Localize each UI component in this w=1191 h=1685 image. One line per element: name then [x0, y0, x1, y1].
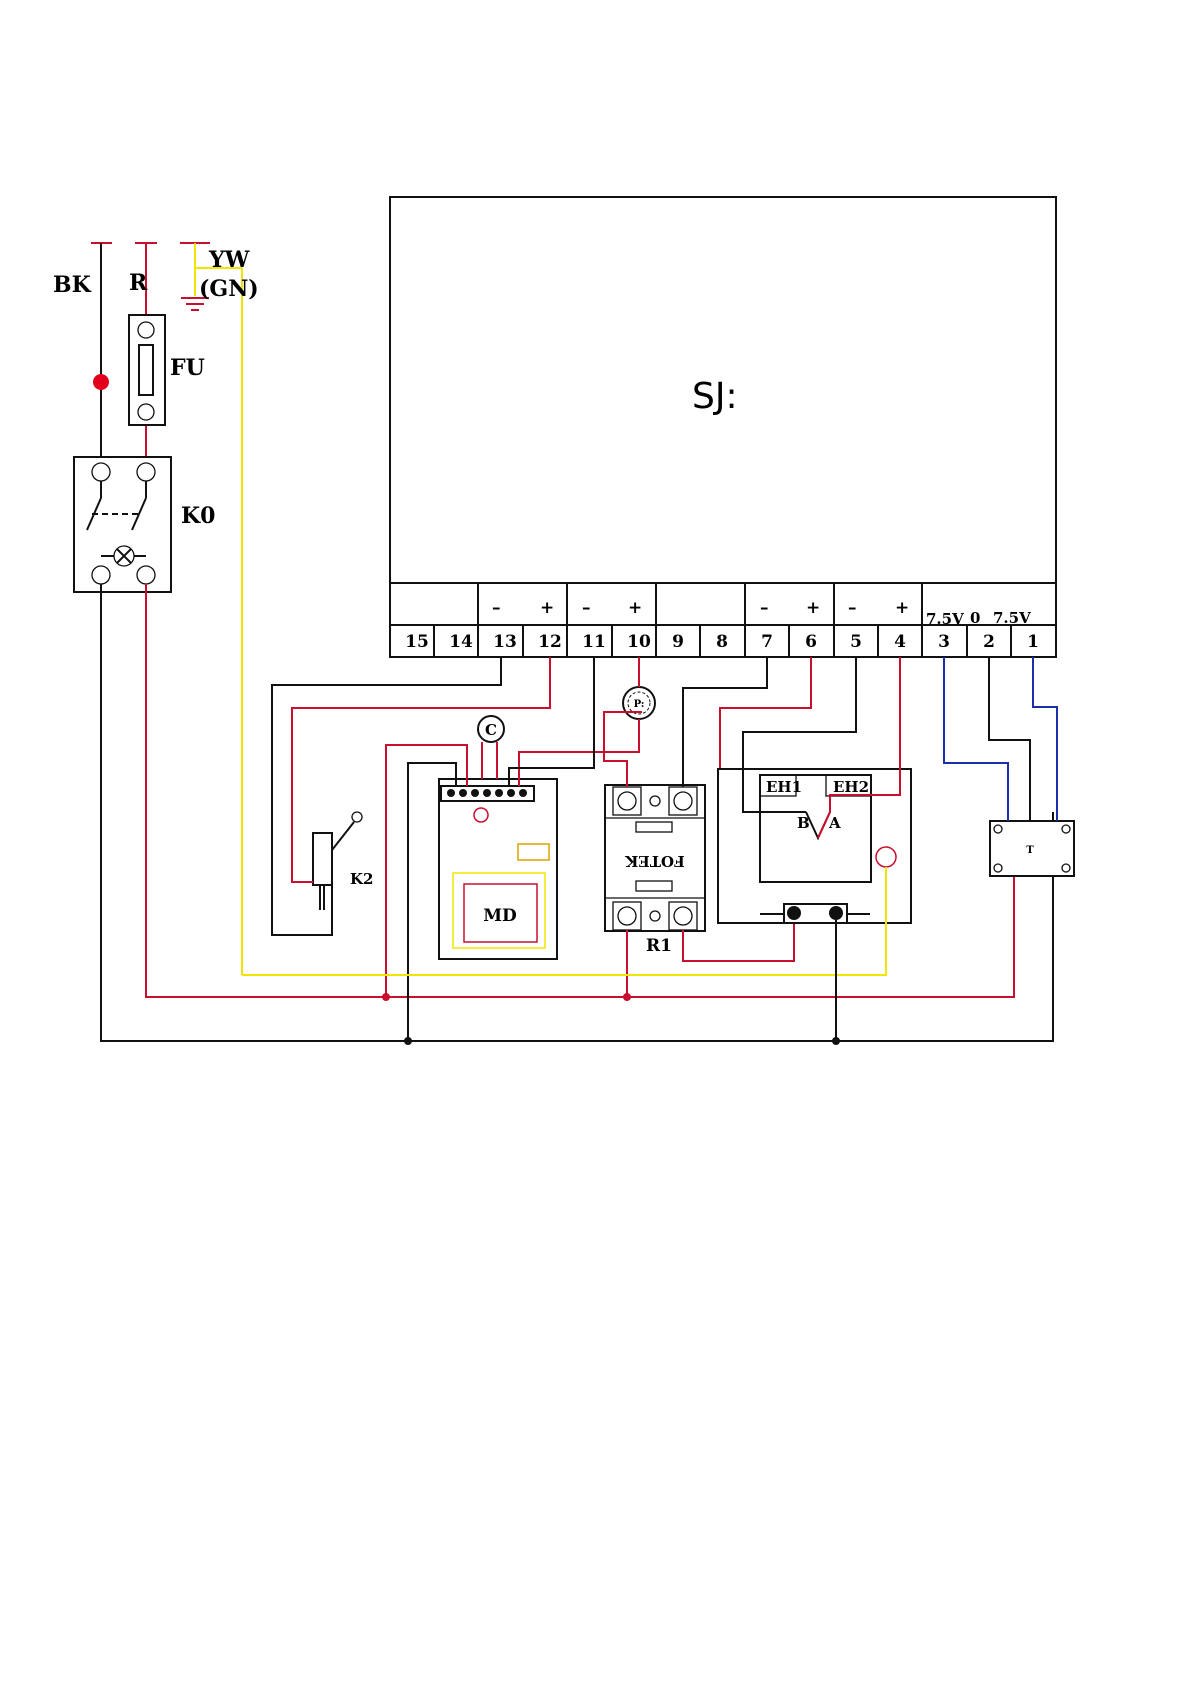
terminal-15: 15	[405, 632, 429, 652]
junction-dots	[382, 993, 840, 1045]
gn-label: (GN)	[199, 276, 259, 302]
relay-label: R1	[646, 936, 672, 956]
microswitch-label: K2	[350, 870, 373, 888]
main-unit-label: SJ:	[692, 376, 738, 417]
capacitor-c: C	[478, 716, 504, 742]
terminal-8: 8	[716, 632, 728, 652]
polarity-7: –	[760, 598, 769, 618]
pressure-switch-p: P:	[623, 687, 655, 719]
terminal-14: 14	[449, 632, 473, 652]
bk-label: BK	[53, 272, 92, 298]
terminal-row: 15 14 13 12 11 10 9 8 7 6 5 4 3 2 1	[405, 632, 1039, 652]
control-module-md: MD	[439, 779, 557, 959]
relay-brand-label: FOTEK	[624, 852, 684, 870]
terminal-12: 12	[538, 632, 562, 652]
polarity-5: –	[848, 598, 857, 618]
module-label: MD	[483, 906, 517, 926]
transformer-label: T	[1026, 845, 1034, 856]
terminal-10: 10	[627, 632, 651, 652]
polarity-13: –	[492, 598, 501, 618]
polarity-6: +	[806, 598, 820, 618]
microswitch-k2: K2	[313, 812, 373, 910]
solid-state-relay-r1: FOTEK R1	[605, 785, 705, 956]
terminal-4: 4	[894, 632, 906, 652]
heater1-label: EH1	[766, 778, 802, 796]
polarity-1: 7.5V	[993, 609, 1031, 627]
module-terminal-strip	[441, 786, 534, 801]
polarity-10: +	[628, 598, 642, 618]
terminal-7: 7	[761, 632, 773, 652]
yw-label: YW	[208, 247, 250, 273]
terminal-6: 6	[805, 632, 817, 652]
terminal-13: 13	[493, 632, 517, 652]
fuse-fu: FU	[129, 315, 205, 425]
switch-label: K0	[181, 503, 215, 529]
pressure-label: P:	[634, 699, 645, 710]
heater2-label: EH2	[833, 778, 869, 796]
polarity-2: 0	[970, 609, 980, 627]
terminal-9: 9	[672, 632, 684, 652]
polarity-4: +	[895, 598, 909, 618]
terminal-11: 11	[582, 632, 606, 652]
polarity-12: +	[540, 598, 554, 618]
polarity-3: 7.5V	[926, 610, 964, 628]
polarity-11: –	[582, 598, 591, 618]
switch-k0: K0	[74, 457, 215, 592]
thermo-b-label: B	[797, 814, 810, 832]
thermo-a-label: A	[828, 814, 841, 832]
terminal-5: 5	[850, 632, 862, 652]
terminal-3: 3	[938, 632, 950, 652]
terminal-1: 1	[1027, 632, 1039, 652]
main-controller-box: SJ:	[390, 197, 1056, 657]
junction-dot	[93, 374, 109, 390]
fuse-label: FU	[170, 355, 205, 381]
transformer-t: T	[990, 821, 1074, 876]
terminal-2: 2	[983, 632, 995, 652]
heater-assembly: EH1 EH2 B A	[718, 769, 911, 923]
r-label: R	[129, 270, 148, 296]
capacitor-label: C	[485, 721, 497, 739]
